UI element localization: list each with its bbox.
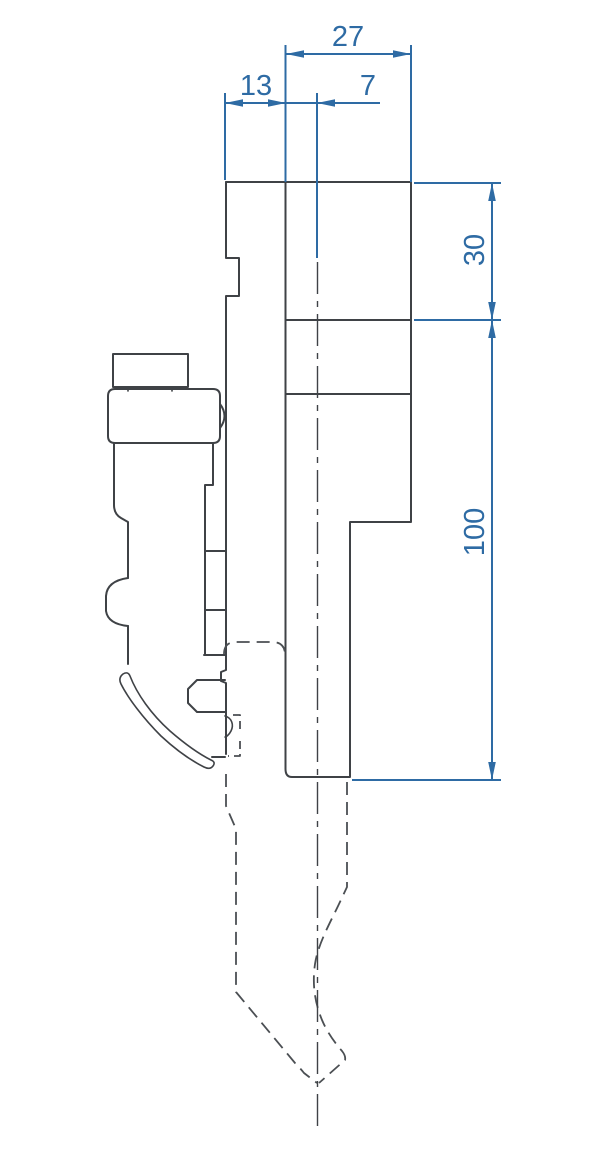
dim-label-100: 100 bbox=[459, 508, 491, 556]
punch-right-profile bbox=[312, 782, 348, 1084]
retaining-lip bbox=[224, 715, 234, 738]
clamp-head-boss-arc bbox=[219, 403, 226, 429]
retaining-button bbox=[187, 679, 226, 713]
extension-lines bbox=[224, 45, 501, 781]
clamp-knob bbox=[112, 353, 189, 388]
clamp-assembly-outline bbox=[105, 353, 227, 770]
dimension-30: 30 bbox=[459, 183, 496, 320]
dim-label-30: 30 bbox=[459, 234, 491, 266]
arrowhead-27-right bbox=[393, 50, 411, 58]
arrowhead-100-bottom bbox=[488, 762, 496, 780]
dimension-27: 27 bbox=[285, 21, 411, 58]
spring-finger-blade bbox=[119, 672, 215, 770]
dim-label-7: 7 bbox=[360, 70, 376, 102]
dimension-100: 100 bbox=[459, 320, 496, 780]
arrowhead-100-top bbox=[488, 320, 496, 338]
clamp-plate-left-edge bbox=[113, 442, 129, 665]
arrowhead-7 bbox=[317, 99, 335, 107]
punch-phantom-outline bbox=[223, 641, 348, 1084]
clamp-head bbox=[107, 388, 221, 444]
dimension-13-7: 13 7 bbox=[225, 70, 380, 107]
punch-shank-top bbox=[223, 641, 286, 655]
dim-label-13: 13 bbox=[240, 70, 272, 102]
punch-left-profile bbox=[225, 774, 318, 1084]
holder-front-face bbox=[220, 181, 240, 755]
dim-label-27: 27 bbox=[332, 21, 364, 53]
dimensions: 27 13 7 30 1 bbox=[224, 21, 501, 781]
arrowhead-30-bottom bbox=[488, 302, 496, 320]
holder-outer-contour bbox=[225, 181, 412, 778]
punch-safety-groove bbox=[228, 714, 241, 757]
clamp-plate-right-edge bbox=[203, 442, 227, 656]
arrowhead-30-top bbox=[488, 183, 496, 201]
holder-body-outline bbox=[187, 181, 412, 778]
arrowhead-13-left bbox=[225, 99, 243, 107]
arrowhead-27-left bbox=[286, 50, 304, 58]
arrowhead-13-right bbox=[268, 99, 286, 107]
clamp-side-tab bbox=[105, 577, 129, 627]
